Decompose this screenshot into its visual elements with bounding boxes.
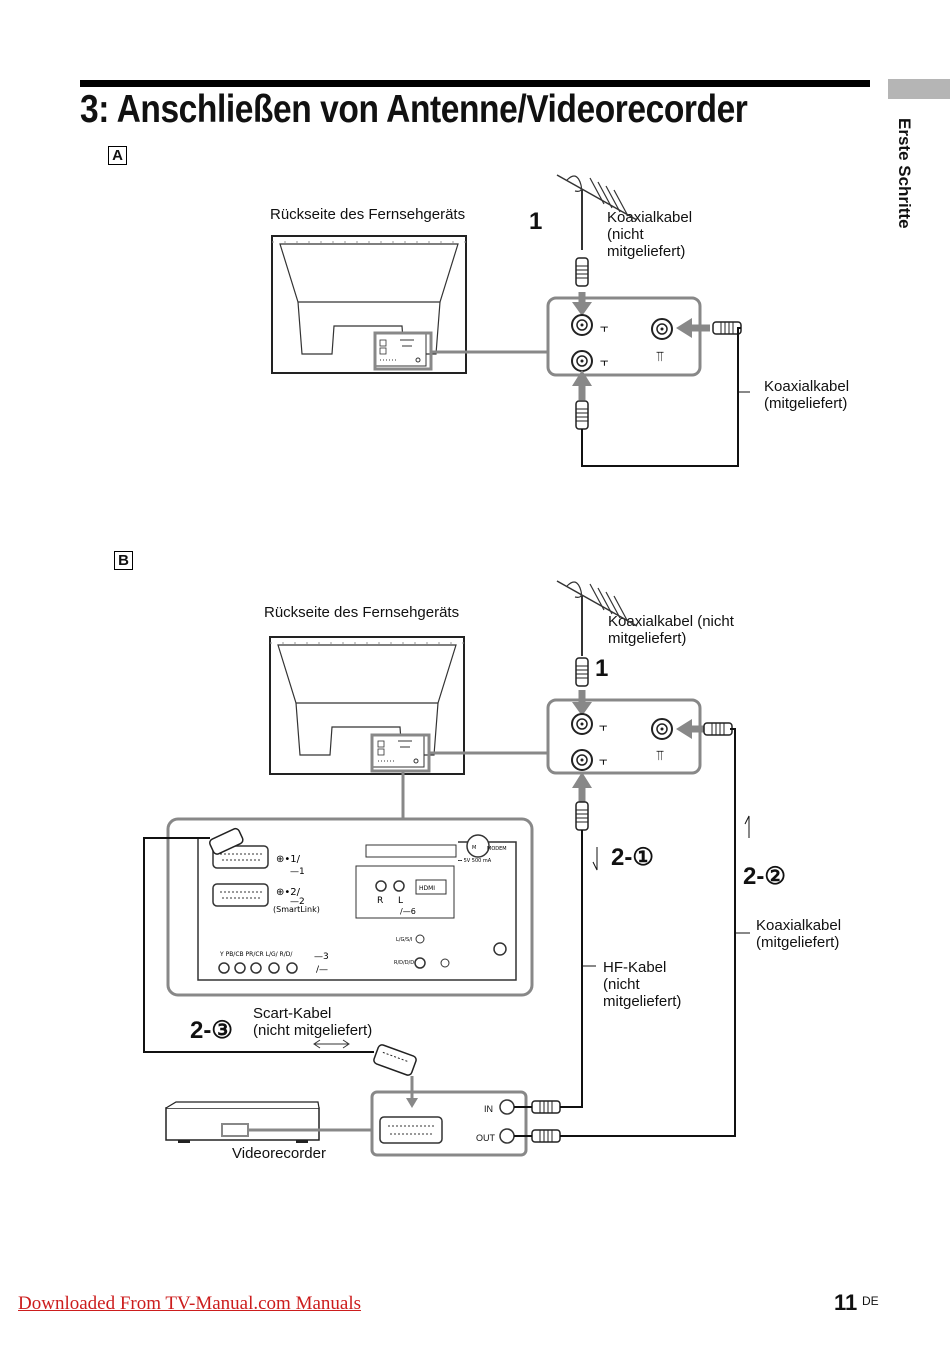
footer-download-link[interactable]: Downloaded From TV-Manual.com Manuals <box>18 1293 362 1314</box>
svg-text:R/D/D/D: R/D/D/D <box>394 960 414 966</box>
svg-text:Y PB/CB PR/CR L/G/ R/D/: Y PB/CB PR/CR L/G/ R/D/ <box>219 951 293 958</box>
svg-text:⊕•1/: ⊕•1/ <box>276 854 301 865</box>
section-b-scart-cable: Scart-Kabel (nicht mitgeliefert) <box>253 1005 373 1039</box>
section-b-cable-top: Koaxialkabel (nicht mitgeliefert) <box>608 613 734 647</box>
svg-text:⫟: ⫟ <box>600 354 608 370</box>
section-b-step-1: 1 <box>595 655 609 682</box>
svg-text:L: L <box>398 896 403 906</box>
section-b-marker: B <box>114 551 133 570</box>
section-b-hf-cable: HF-Kabel (nicht mitgeliefert) <box>603 959 682 1010</box>
svg-text:HDMI: HDMI <box>419 885 435 892</box>
side-tab-label: Erste Schritte <box>895 118 914 229</box>
svg-text:⫟: ⫟ <box>599 753 607 769</box>
svg-text:—2: —2 <box>290 897 305 907</box>
section-b-step-2-1: 2-① <box>611 844 654 871</box>
svg-text:—3: —3 <box>314 952 329 962</box>
section-a-marker: A <box>108 146 127 165</box>
section-b-step-2-2: 2-② <box>743 863 786 890</box>
vcr-in-label: IN <box>484 1104 493 1114</box>
svg-text:⊕•2/: ⊕•2/ <box>276 887 301 898</box>
svg-text:/—: /— <box>316 965 328 975</box>
svg-text:/—6: /—6 <box>400 907 416 916</box>
svg-text:L/G/S/I: L/G/S/I <box>396 937 412 943</box>
section-b-vcr-label: Videorecorder <box>232 1145 326 1162</box>
section-b-step-2-3: 2-③ <box>190 1017 233 1044</box>
section-a-step-1: 1 <box>529 208 543 235</box>
svg-text:⫟: ⫟ <box>600 320 608 336</box>
vcr-out-label: OUT <box>476 1133 495 1143</box>
svg-text:⫟: ⫟ <box>599 719 607 735</box>
svg-text:M: M <box>472 845 476 851</box>
svg-text:—1: —1 <box>290 867 305 877</box>
section-a-tv-label: Rückseite des Fernsehgeräts <box>270 206 466 223</box>
section-b-tv-label: Rückseite des Fernsehgeräts <box>264 604 460 621</box>
section-a-cable-right: Koaxialkabel (mitgeliefert) <box>764 378 850 412</box>
page-number: 11 <box>834 1290 858 1315</box>
page-title: 3: Anschließen von Antenne/Videorecorder <box>80 88 748 131</box>
section-a-cable-top: Koaxialkabel (nicht mitgeliefert) <box>607 209 693 260</box>
svg-text:⎓ 5V 500 mA: ⎓ 5V 500 mA <box>458 858 492 864</box>
svg-text:(SmartLink): (SmartLink) <box>273 905 320 914</box>
section-b-coax-right: Koaxialkabel (mitgeliefert) <box>756 917 842 951</box>
header-rule <box>80 80 870 87</box>
side-tab-marker <box>888 79 950 99</box>
page-number-suffix: DE <box>862 1294 879 1308</box>
svg-text:MODEM: MODEM <box>487 846 507 852</box>
svg-text:⫪: ⫪ <box>656 748 664 764</box>
svg-text:R: R <box>377 896 383 906</box>
svg-text:⫪: ⫪ <box>656 349 664 365</box>
